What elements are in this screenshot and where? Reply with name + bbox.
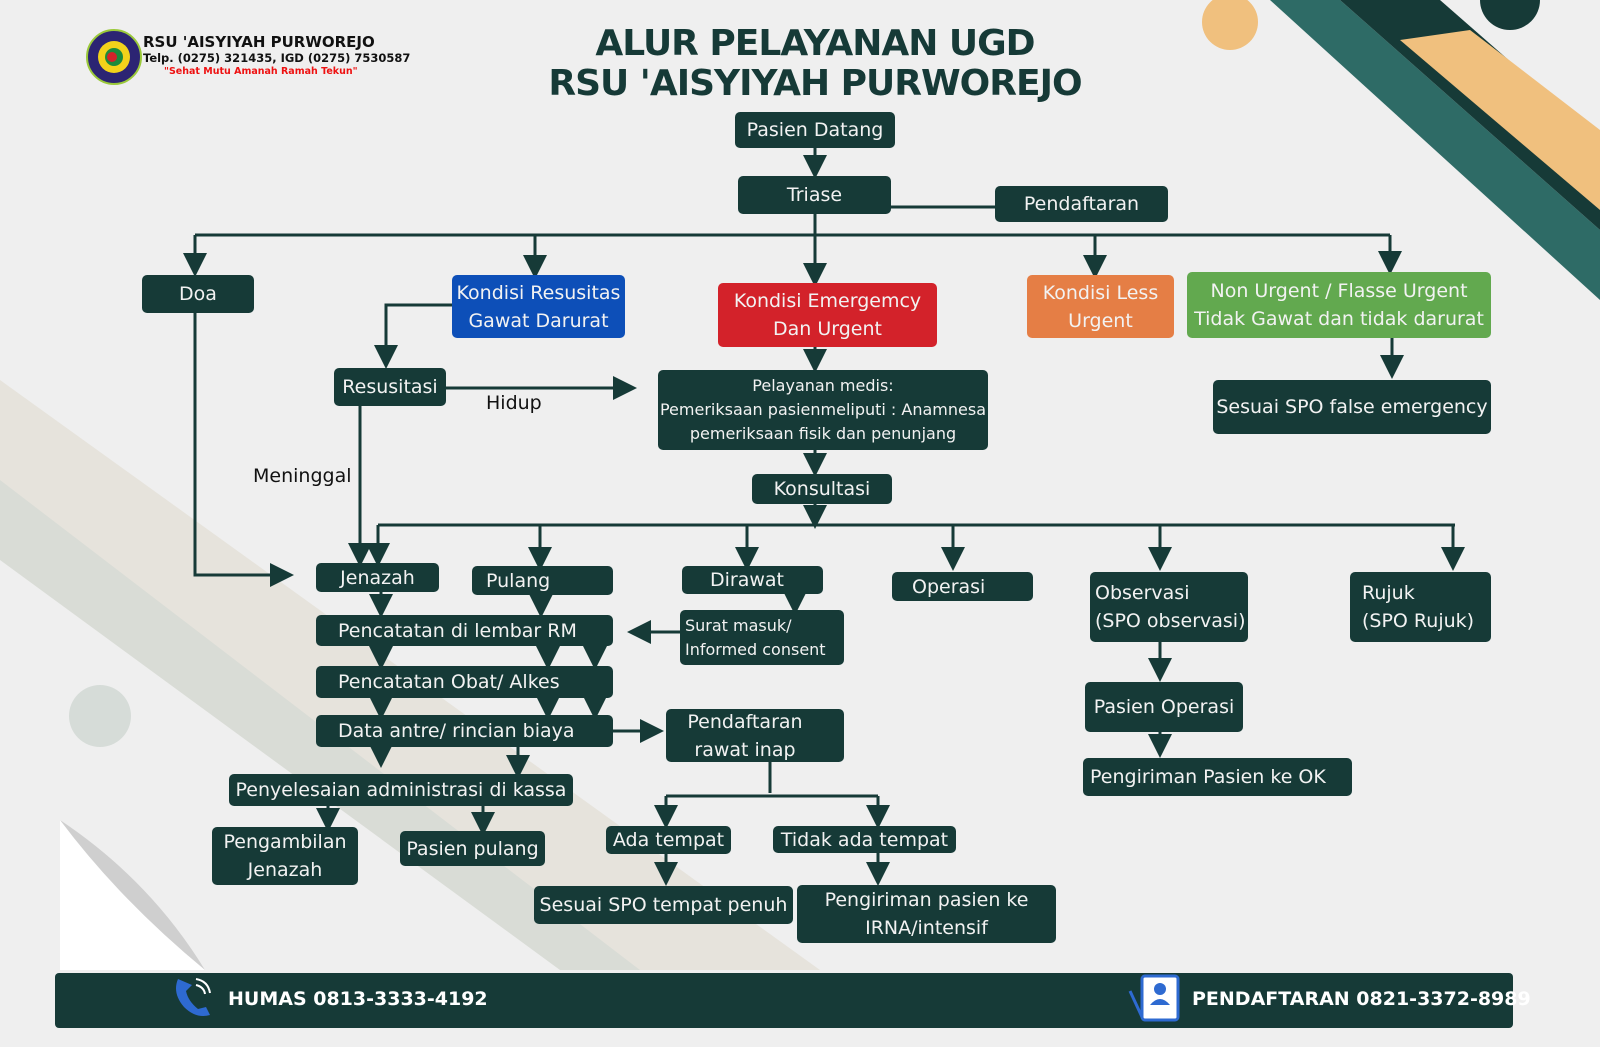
title-line-2: RSU 'AISYIYAH PURWOREJO [548, 63, 1082, 104]
node-pasien-datang: Pasien Datang [735, 112, 895, 148]
node-pasien-operasi: Pasien Operasi [1085, 682, 1243, 732]
org-motto: "Sehat Mutu Amanah Ramah Tekun" [164, 66, 358, 77]
node-penyelesaian-administrasi: Penyelesaian administrasi di kassa [229, 774, 573, 806]
node-spo-false-emergency: Sesuai SPO false emergency [1213, 380, 1491, 434]
node-pendaftaran: Pendaftaran [995, 186, 1168, 222]
footer-pendaftaran: PENDAFTARAN 0821-3372-8989 [1192, 988, 1531, 1010]
node-operasi: Operasi [892, 572, 1033, 601]
edge-label-meninggal: Meninggal [253, 465, 352, 487]
node-jenazah: Jenazah [316, 563, 439, 592]
node-kondisi-less-urgent: Kondisi Less Urgent [1027, 275, 1174, 338]
node-kondisi-resusitas: Kondisi Resusitas Gawat Darurat [452, 275, 625, 338]
node-non-urgent: Non Urgent / Flasse Urgent Tidak Gawat d… [1187, 272, 1491, 338]
footer-bar [55, 973, 1513, 1028]
node-pelayanan-medis: Pelayanan medis: Pemeriksaan pasienmelip… [658, 370, 988, 450]
node-pasien-pulang: Pasien pulang [400, 831, 545, 866]
node-pengiriman-ok: Pengiriman Pasien ke OK [1083, 758, 1352, 796]
node-pengiriman-irna: Pengiriman pasien ke IRNA/intensif [797, 885, 1056, 943]
edge-label-hidup: Hidup [486, 392, 542, 414]
node-surat-masuk: Surat masuk/ Informed consent [680, 610, 844, 665]
title-line-1: ALUR PELAYANAN UGD [595, 23, 1035, 64]
node-observasi: Observasi (SPO observasi) [1090, 572, 1248, 642]
node-ada-tempat: Ada tempat [606, 826, 731, 854]
footer-humas: HUMAS 0813-3333-4192 [228, 988, 488, 1010]
registration-icon [1128, 974, 1180, 1022]
node-pendaftaran-rawat-inap: Pendaftaran rawat inap [666, 709, 844, 762]
node-pencatatan-rm: Pencatatan di lembar RM [316, 615, 613, 646]
node-doa: Doa [142, 275, 254, 313]
node-tidak-ada-tempat: Tidak ada tempat [773, 826, 956, 853]
org-name: RSU 'AISYIYAH PURWOREJO [143, 33, 375, 51]
node-pencatatan-obat: Pencatatan Obat/ Alkes [316, 666, 613, 698]
node-konsultasi: Konsultasi [752, 474, 892, 504]
node-pulang: Pulang [472, 566, 613, 595]
node-dirawat: Dirawat [682, 566, 823, 594]
phone-icon [176, 978, 211, 1016]
node-pengambilan-jenazah: Pengambilan Jenazah [212, 827, 358, 885]
org-phone: Telp. (0275) 321435, IGD (0275) 7530587 [143, 51, 411, 65]
node-triase: Triase [738, 176, 891, 214]
node-kondisi-emergency: Kondisi Emergemcy Dan Urgent [718, 283, 937, 347]
node-resusitasi: Resusitasi [334, 368, 446, 406]
node-data-antre: Data antre/ rincian biaya [316, 715, 613, 747]
hospital-logo [86, 29, 142, 85]
node-rujuk: Rujuk (SPO Rujuk) [1350, 572, 1491, 642]
node-spo-tempat-penuh: Sesuai SPO tempat penuh [534, 886, 793, 924]
